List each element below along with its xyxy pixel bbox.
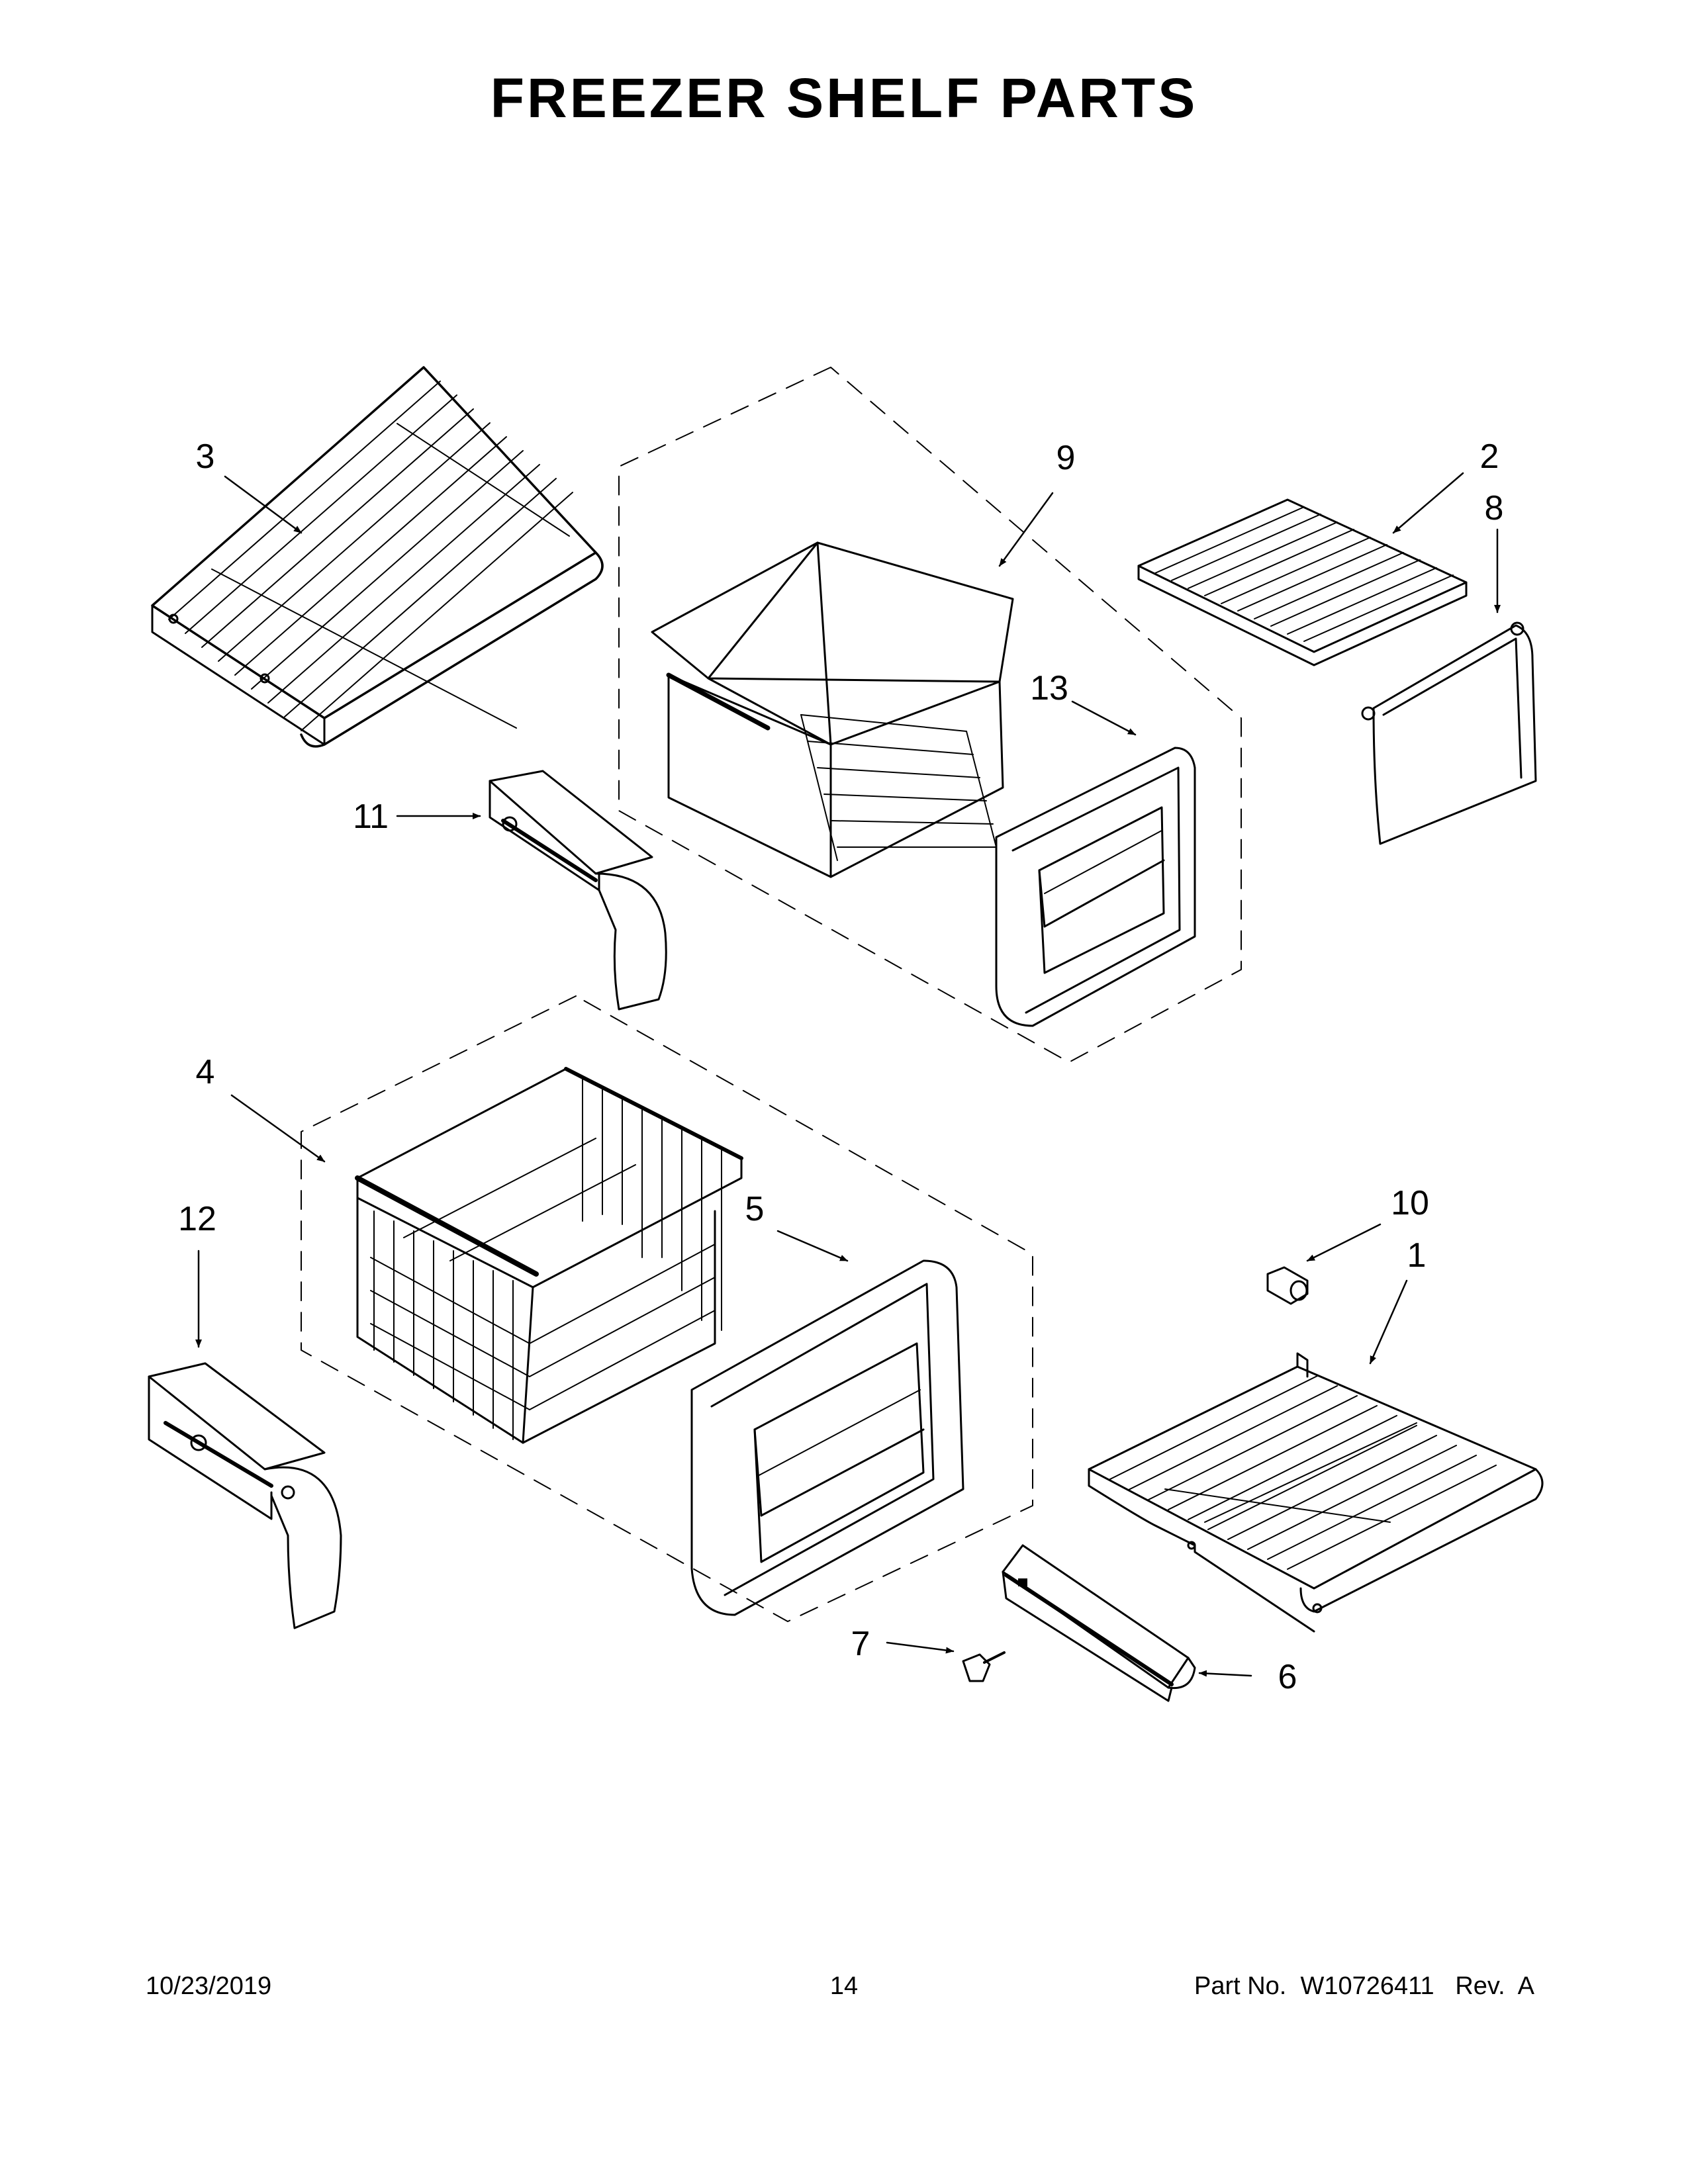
part-4-wire-basket — [355, 1067, 743, 1444]
part-11-bracket — [489, 770, 667, 1011]
part-13-drawer-front — [995, 747, 1196, 1027]
callout-4: 4 — [195, 1053, 215, 1091]
part-12-bracket — [148, 1362, 342, 1629]
footer-page-number: 14 — [829, 1972, 859, 2000]
part-9-freezer-drawer-bin — [651, 541, 1014, 878]
callout-5: 5 — [745, 1190, 765, 1228]
part-2-shelf — [1137, 498, 1468, 666]
callout-8: 8 — [1484, 489, 1504, 527]
part-3-wire-shelf — [151, 366, 604, 748]
part-7-screw — [962, 1651, 1006, 1682]
footer-part-number: Part No. W10726411 Rev. A — [1194, 1972, 1534, 2001]
callout-9: 9 — [1056, 439, 1076, 477]
callout-7: 7 — [851, 1625, 870, 1663]
part-1-wire-shelf — [1088, 1352, 1544, 1633]
callout-2: 2 — [1479, 437, 1499, 476]
callout-11: 11 — [353, 797, 389, 836]
part-5-basket-front — [690, 1259, 964, 1616]
part-number-label: Part No. — [1194, 1972, 1287, 2000]
callout-13: 13 — [1030, 669, 1068, 707]
upper-drawer-assembly-boundary — [618, 367, 1242, 1063]
callout-1: 1 — [1407, 1236, 1427, 1275]
part-8-shelf-trim — [1361, 621, 1537, 845]
callout-3: 3 — [195, 437, 215, 476]
callout-10: 10 — [1391, 1184, 1429, 1222]
part-10-bushing — [1266, 1266, 1309, 1305]
lower-basket-assembly-boundary — [301, 995, 1033, 1622]
part-6-rail — [1002, 1544, 1196, 1702]
part-number-value: W10726411 — [1300, 1972, 1434, 2000]
callout-6: 6 — [1278, 1658, 1297, 1696]
callout-12: 12 — [178, 1200, 216, 1238]
leader-lines — [195, 472, 1501, 1677]
revision-label: Rev. A — [1455, 1972, 1534, 2000]
page-title: FREEZER SHELF PARTS — [490, 67, 1198, 129]
footer-date: 10/23/2019 — [146, 1972, 272, 2000]
